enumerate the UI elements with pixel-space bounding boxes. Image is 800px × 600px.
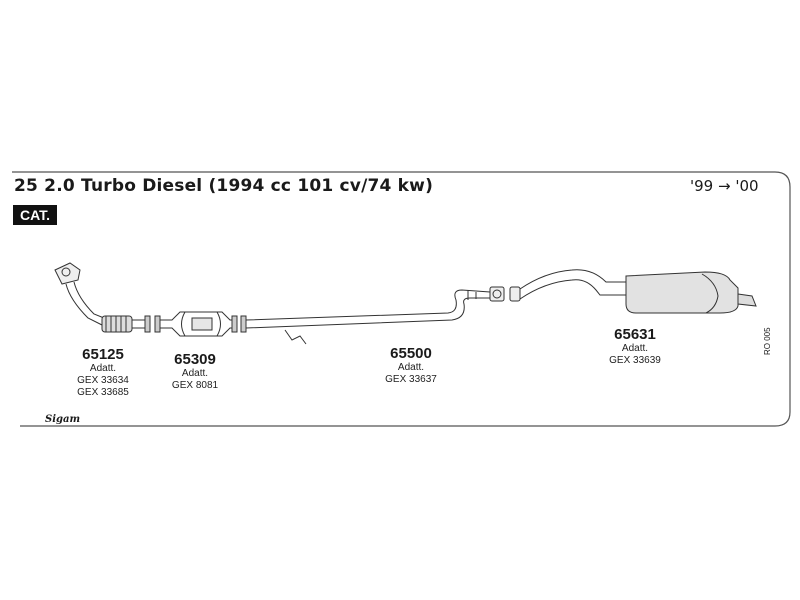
part-ref: GEX 33637 xyxy=(385,374,437,385)
panel-border xyxy=(12,171,791,427)
part-label-65500: 65500 Adatt. GEX 33637 xyxy=(373,346,449,386)
front-pipe-65125 xyxy=(54,262,151,333)
part-ref: GEX 33634 xyxy=(77,375,129,386)
part-ref: GEX 33639 xyxy=(609,355,661,366)
part-code: 65500 xyxy=(390,345,432,362)
cat-badge: CAT. xyxy=(13,205,57,225)
catalyst-65309 xyxy=(154,311,238,337)
part-code: 65309 xyxy=(174,351,216,368)
part-code: 65631 xyxy=(614,326,656,343)
part-note: Adatt. xyxy=(621,343,649,354)
exhaust-drawing xyxy=(54,262,757,345)
model-years: '99 → '00 xyxy=(690,177,759,195)
part-label-65631: 65631 Adatt. GEX 33639 xyxy=(597,327,673,367)
part-label-65309: 65309 Adatt. GEX 8081 xyxy=(160,352,230,392)
diagram-reference-code: RO 005 xyxy=(763,327,772,355)
middle-pipe-65500 xyxy=(240,286,505,345)
part-note: Adatt. xyxy=(89,363,117,374)
part-ref: GEX 8081 xyxy=(171,380,219,391)
part-note: Adatt. xyxy=(181,368,209,379)
part-label-65125: 65125 Adatt. GEX 33634 GEX 33685 xyxy=(68,347,138,399)
part-ref: GEX 33685 xyxy=(77,387,129,398)
part-code: 65125 xyxy=(82,346,124,363)
part-note: Adatt. xyxy=(397,362,425,373)
rear-silencer-65631 xyxy=(509,269,757,314)
vehicle-title: 25 2.0 Turbo Diesel (1994 cc 101 cv/74 k… xyxy=(14,176,434,196)
brand-logo: Sigam xyxy=(45,414,81,425)
